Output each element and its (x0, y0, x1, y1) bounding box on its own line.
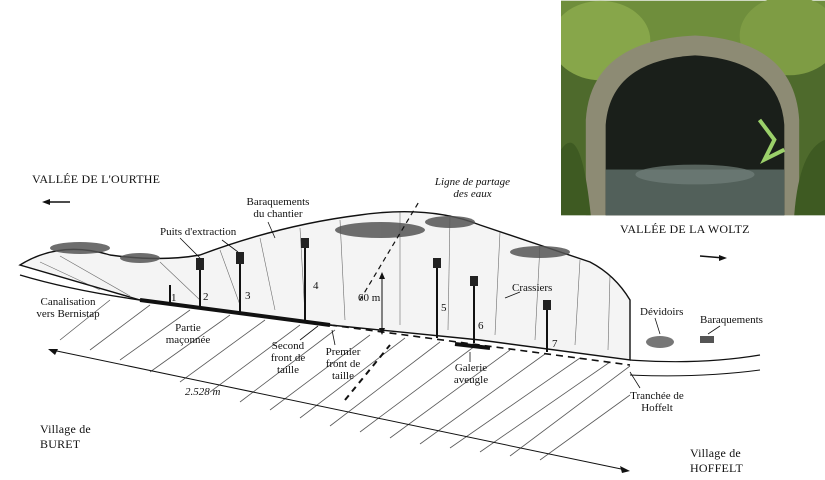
second-face-line2: front de (270, 352, 306, 364)
blind-gallery (454, 342, 491, 350)
masonry-line2: maçonnée (165, 334, 211, 346)
reels-label: Dévidoirs (640, 306, 684, 318)
village-hoffelt-line2: HOFFELT (690, 461, 743, 475)
hoffelt-trench-label: Tranchée de Hoffelt (622, 390, 692, 414)
canal-left (19, 274, 141, 301)
blind-gallery-line1: Galerie (454, 362, 488, 374)
shaft-number-5: 5 (441, 302, 447, 314)
village-hoffelt-label: Village de HOFFELT (690, 446, 743, 476)
ground-hatching (59, 299, 631, 461)
right-valley (629, 354, 761, 363)
blind-gallery-line2: aveugle (453, 374, 489, 386)
first-face-line3: taille (332, 370, 354, 382)
vegetation (50, 216, 570, 263)
blind-gallery-label: Galerie aveugle (446, 362, 496, 386)
devidoirs-pile (646, 336, 674, 348)
site-barracks-label: Baraquements du chantier (238, 196, 318, 220)
shaft-number-2: 2 (203, 291, 209, 303)
tunnel-masonry (139, 298, 331, 327)
length-label: 2.528 m (185, 386, 221, 398)
shaft-number-6: 6 (478, 320, 484, 332)
second-face-line3: taille (277, 364, 299, 376)
water-divide-line2: des eaux (453, 188, 492, 200)
headframes (196, 238, 551, 310)
water-divide-line1: Ligne de partage (434, 176, 511, 188)
second-face-line1: Second (271, 340, 305, 352)
village-buret-label: Village de BURET (40, 422, 91, 452)
first-face-line2: front de (325, 358, 361, 370)
water-divide-label: Ligne de partage des eaux (430, 176, 515, 200)
length-arrow (51, 349, 627, 471)
slag-heaps-label: Crassiers (512, 282, 553, 294)
second-face-label: Second front de taille (263, 340, 313, 376)
extraction-shaft-label: Puits d'extraction (160, 226, 237, 238)
village-buret-line2: BURET (40, 437, 81, 451)
right-barracks-label: Baraquements (700, 314, 763, 326)
shaft-number-4: 4 (313, 280, 319, 292)
tunnel-unbuilt (329, 324, 631, 366)
shaft-number-3: 3 (245, 290, 251, 302)
axis-dash (344, 344, 391, 401)
site-barracks-line2: du chantier (253, 208, 303, 220)
tunnel-portal-photo (559, 0, 825, 216)
valley-woltz-label: VALLÉE DE LA WOLTZ (620, 222, 750, 236)
village-hoffelt-line1: Village de (690, 446, 741, 460)
shafts (169, 245, 548, 352)
right-valley-floor (629, 369, 761, 377)
hill-profile (18, 210, 631, 361)
valley-ourthe-label: VALLÉE DE L'OURTHE (32, 172, 161, 186)
shaft-number-7: 7 (552, 338, 558, 350)
village-buret-line1: Village de (40, 422, 91, 436)
first-face-label: Premier front de taille (318, 346, 368, 382)
shaft-number-1: 1 (171, 292, 177, 304)
depth-label: 60 m (358, 292, 381, 304)
hoffelt-trench-line1: Tranchée de (630, 390, 684, 402)
canalisation-line2: vers Bernistap (36, 308, 100, 320)
water-divide-line (359, 199, 421, 301)
baraquements-right (700, 336, 714, 343)
masonry-line1: Partie (175, 322, 201, 334)
canalisation-label: Canalisation vers Bernistap (28, 296, 108, 320)
canalisation-line1: Canalisation (40, 296, 96, 308)
hoffelt-trench-line2: Hoffelt (641, 402, 673, 414)
first-face-line1: Premier (325, 346, 361, 358)
site-barracks-line1: Baraquements (246, 196, 310, 208)
masonry-part-label: Partie maçonnée (158, 322, 218, 346)
